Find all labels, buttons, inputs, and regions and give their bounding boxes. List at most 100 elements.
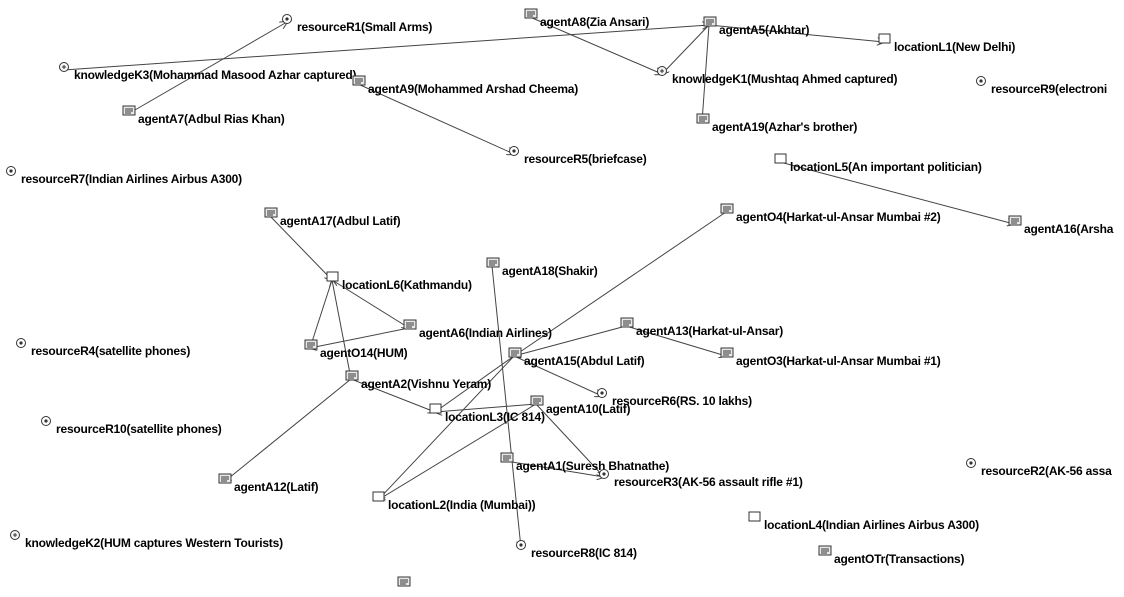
node-resourceR7[interactable]: resourceR7(Indian Airlines Airbus A300) (5, 166, 242, 186)
location-icon (429, 403, 442, 414)
edge-agentA9-to-resourceR5 (357, 83, 514, 154)
node-agentA18[interactable]: agentA18(Shakir) (486, 257, 598, 278)
node-knowledgeK1[interactable]: knowledgeK1(Mushtaq Ahmed captured) (656, 66, 898, 86)
edge-agentA1-to-resourceR3 (505, 460, 604, 477)
resource-icon (41, 416, 51, 426)
edge-agentA17-to-locationL6 (269, 215, 332, 280)
location-icon (372, 491, 385, 502)
node-knowledgeK2[interactable]: knowledgeK2(HUM captures Western Tourist… (9, 530, 283, 550)
node-label: agentA17(Adbul Latif) (280, 214, 401, 228)
node-label: agentA5(Akhtar) (719, 23, 810, 37)
edge-agentA15-to-resourceR6 (513, 355, 602, 396)
node-agentA19[interactable]: agentA19(Azhar's brother) (696, 113, 858, 134)
resource-icon (509, 146, 519, 156)
node-label: locationL1(New Delhi) (894, 40, 1016, 54)
edge-locationL6-to-agentO14 (310, 279, 333, 348)
node-unnamed1[interactable] (397, 576, 413, 594)
node-agentA2[interactable]: agentA2(Vishnu Yeram) (345, 370, 492, 391)
node-agentA13[interactable]: agentA13(Harkat-ul-Ansar) (620, 317, 784, 338)
node-locationL5[interactable]: locationL5(An important politician) (774, 153, 982, 174)
location-icon (748, 511, 761, 522)
node-label: knowledgeK1(Mushtaq Ahmed captured) (672, 72, 898, 86)
edge-agentO4-to-agentA15 (514, 211, 727, 356)
node-resourceR10[interactable]: resourceR10(satellite phones) (40, 416, 222, 436)
node-label: resourceR5(briefcase) (524, 152, 647, 166)
knowledge-icon (59, 62, 69, 72)
node-resourceR4[interactable]: resourceR4(satellite phones) (15, 338, 190, 358)
knowledge-icon (657, 66, 667, 76)
node-locationL4[interactable]: locationL4(Indian Airlines Airbus A300) (748, 511, 979, 532)
node-resourceR2[interactable]: resourceR2(AK-56 assa (965, 458, 1112, 478)
node-locationL6[interactable]: locationL6(Kathmandu) (326, 271, 472, 292)
node-resourceR1[interactable]: resourceR1(Small Arms) (281, 14, 433, 34)
agent-icon (218, 473, 232, 484)
node-agentO3[interactable]: agentO3(Harkat-ul-Ansar Mumbai #1) (720, 347, 941, 368)
node-resourceR8[interactable]: resourceR8(IC 814) (515, 540, 637, 560)
node-locationL3[interactable]: locationL3(IC 814) (429, 403, 545, 424)
edge-agentA15-to-locationL3 (435, 355, 515, 412)
node-agentA17[interactable]: agentA17(Adbul Latif) (264, 207, 401, 228)
node-label: resourceR2(AK-56 assa (981, 464, 1112, 478)
node-label: locationL2(India (Mumbai)) (388, 498, 536, 512)
agent-icon (486, 257, 500, 268)
agent-icon (304, 339, 318, 350)
node-locationL1[interactable]: locationL1(New Delhi) (878, 33, 1016, 54)
node-label: knowledgeK2(HUM captures Western Tourist… (25, 536, 283, 550)
node-knowledgeK3[interactable]: knowledgeK3(Mohammad Masood Azhar captur… (58, 62, 357, 82)
edge-locationL5-to-agentA16 (779, 161, 1014, 224)
resource-icon (16, 338, 26, 348)
location-icon (774, 153, 787, 164)
node-label: agentA10(Latif) (546, 402, 631, 416)
node-agentA6[interactable]: agentA6(Indian Airlines) (403, 319, 552, 340)
resource-icon (6, 166, 16, 176)
node-agentA9[interactable]: agentA9(Mohammed Arshad Cheema) (352, 75, 578, 96)
node-label: locationL6(Kathmandu) (342, 278, 472, 292)
node-agentO4[interactable]: agentO4(Harkat-ul-Ansar Mumbai #2) (720, 203, 941, 224)
edge-agentA13-to-agentA15 (514, 325, 627, 356)
node-resourceR9[interactable]: resourceR9(electroni (975, 76, 1108, 96)
agent-icon (530, 395, 544, 406)
node-label: agentA2(Vishnu Yeram) (361, 377, 492, 391)
agent-icon (500, 452, 514, 463)
agent-icon (696, 113, 710, 124)
node-agentA5[interactable]: agentA5(Akhtar) (703, 16, 810, 37)
node-agentA8[interactable]: agentA8(Zia Ansari) (524, 8, 649, 29)
node-resourceR5[interactable]: resourceR5(briefcase) (508, 146, 647, 166)
node-resourceR6[interactable]: resourceR6(RS. 10 lakhs) (596, 388, 752, 408)
edge-agentA2-to-locationL6 (332, 280, 352, 380)
node-label: locationL4(Indian Airlines Airbus A300) (764, 518, 979, 532)
node-agentO14[interactable]: agentO14(HUM) (304, 339, 408, 360)
node-agentA7[interactable]: agentA7(Adbul Rias Khan) (122, 105, 285, 126)
resource-icon (282, 14, 292, 24)
edge-agentA5-to-locationL1 (708, 24, 884, 42)
node-locationL2[interactable]: locationL2(India (Mumbai)) (372, 491, 536, 512)
node-agentA16[interactable]: agentA16(Arsha (1008, 215, 1113, 236)
resource-icon (597, 388, 607, 398)
node-agentA10[interactable]: agentA10(Latif) (530, 395, 631, 416)
resource-icon (599, 469, 609, 479)
edge-agentA15-to-locationL2 (378, 355, 515, 500)
node-label: locationL5(An important politician) (790, 160, 982, 174)
edge-agentA10-to-resourceR3 (535, 403, 604, 477)
location-icon (878, 33, 891, 44)
node-agentOTr[interactable]: agentOTr(Transactions) (818, 545, 964, 566)
node-agentA1[interactable]: agentA1(Suresh Bhatnathe) (500, 452, 669, 473)
node-agentA15[interactable]: agentA15(Abdul Latif) (508, 347, 645, 368)
node-label: resourceR9(electroni (991, 82, 1108, 96)
edge-agentA10-to-locationL3 (435, 403, 537, 412)
edge-agentA6-to-agentO14 (310, 327, 410, 348)
node-resourceR3[interactable]: resourceR3(AK-56 assault rifle #1) (598, 469, 803, 489)
node-label: agentA19(Azhar's brother) (712, 120, 858, 134)
edge-agentA2-to-locationL3 (350, 378, 435, 412)
edge-agentA18-to-resourceR8 (491, 265, 521, 548)
agent-icon (397, 576, 411, 587)
node-label: agentA13(Harkat-ul-Ansar) (636, 324, 784, 338)
node-label: resourceR7(Indian Airlines Airbus A300) (21, 172, 242, 186)
node-label: agentA7(Adbul Rias Khan) (138, 112, 285, 126)
node-label: resourceR1(Small Arms) (297, 20, 433, 34)
node-agentA12[interactable]: agentA12(Latif) (218, 473, 319, 494)
node-label: agentO3(Harkat-ul-Ansar Mumbai #1) (736, 354, 941, 368)
resource-icon (966, 458, 976, 468)
node-label: resourceR8(IC 814) (531, 546, 637, 560)
resource-icon (976, 76, 986, 86)
